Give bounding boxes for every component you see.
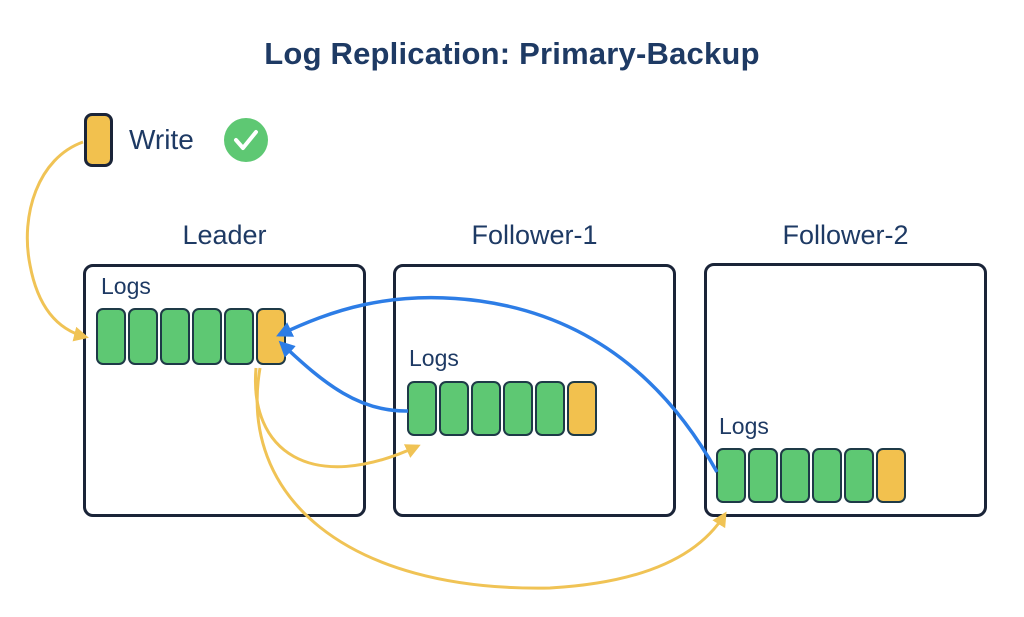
- log-segment-green: [748, 448, 778, 503]
- log-segment-green: [471, 381, 501, 436]
- logs-label-leader: Logs: [101, 273, 151, 299]
- log-segment-green: [812, 448, 842, 503]
- log-segment-green: [439, 381, 469, 436]
- node-title-follower-2: Follower-2: [782, 220, 909, 250]
- log-segment-yellow: [876, 448, 906, 503]
- log-segment-green: [844, 448, 874, 503]
- log-row-leader: [96, 308, 286, 365]
- log-segment-green: [160, 308, 190, 365]
- log-row-follower-1: [407, 381, 597, 436]
- log-row-follower-2: [716, 448, 906, 503]
- node-title-follower-1: Follower-1: [471, 220, 598, 250]
- log-segment-yellow: [256, 308, 286, 365]
- logs-label-follower-1: Logs: [409, 345, 459, 371]
- log-segment-green: [503, 381, 533, 436]
- log-segment-green: [407, 381, 437, 436]
- write-log-entry: [84, 113, 113, 167]
- log-segment-yellow: [567, 381, 597, 436]
- diagram-title: Log Replication: Primary-Backup: [264, 36, 760, 71]
- node-box-leader: [83, 264, 366, 517]
- write-label: Write: [129, 124, 194, 155]
- log-segment-green: [780, 448, 810, 503]
- log-segment-green: [535, 381, 565, 436]
- check-icon: [223, 117, 269, 163]
- log-segment-green: [224, 308, 254, 365]
- log-segment-green: [128, 308, 158, 365]
- log-segment-green: [192, 308, 222, 365]
- node-title-leader: Leader: [182, 220, 267, 250]
- log-segment-green: [96, 308, 126, 365]
- logs-label-follower-2: Logs: [719, 413, 769, 439]
- arrow-write-to-leader: [25, 140, 89, 342]
- log-segment-green: [716, 448, 746, 503]
